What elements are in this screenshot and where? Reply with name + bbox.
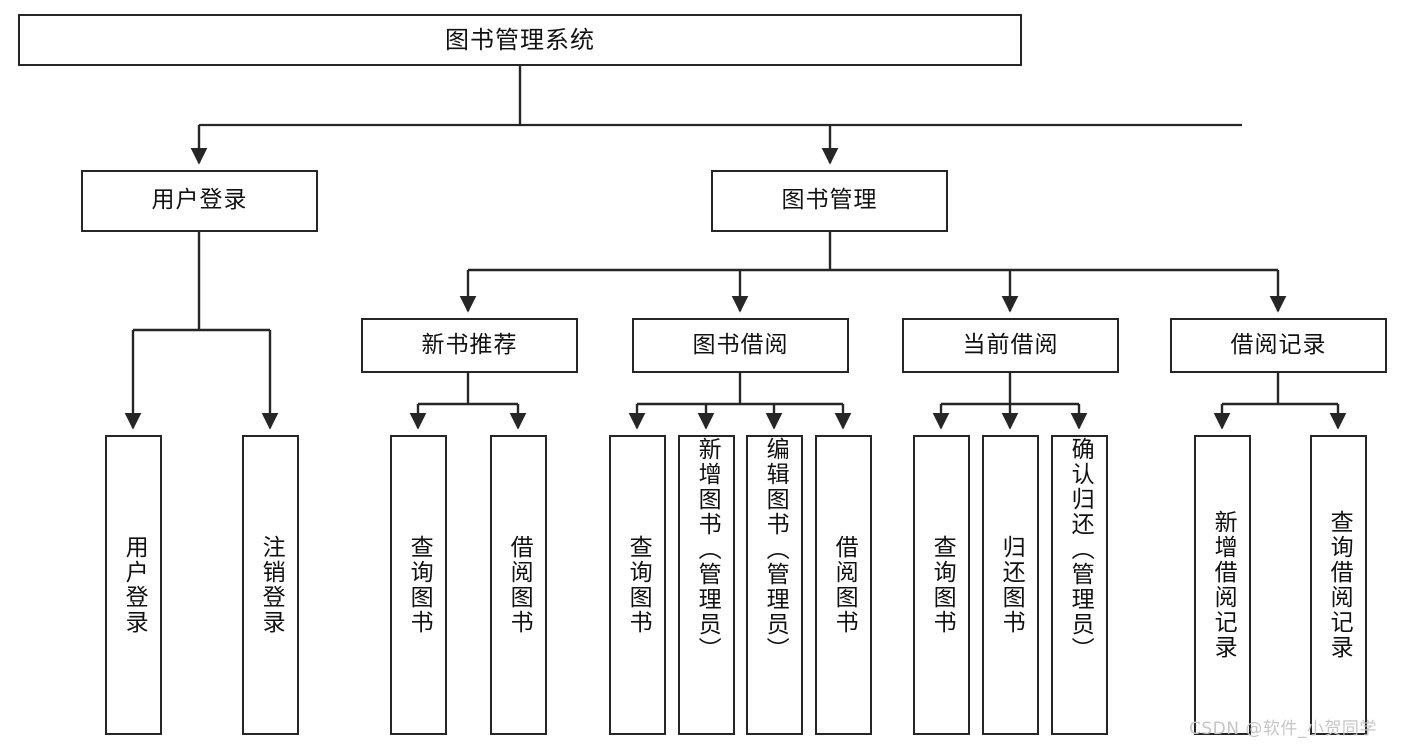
leaf-inner: 归还图书 (984, 437, 1037, 733)
leaf-book-borrow-query[interactable]: 查询图书 (609, 435, 666, 735)
leaf-new-book-borrow[interactable]: 借阅图书 (490, 435, 547, 735)
leaf-label: 查询图书 (406, 535, 433, 635)
leaf-inner: 借阅图书 (817, 437, 870, 733)
leaf-book-borrow-add[interactable]: 新增图书（管理员） (678, 435, 735, 735)
leaf-label: 查询借阅记录 (1326, 510, 1353, 660)
leaf-label: 确认归还（管理员） (1067, 437, 1094, 662)
node-user-login[interactable]: 用户登录 (81, 170, 318, 232)
leaf-current-borrow-query[interactable]: 查询图书 (913, 435, 970, 735)
leaf-borrow-record-query[interactable]: 查询借阅记录 (1310, 435, 1367, 735)
leaf-user-login-signout[interactable]: 注销登录 (242, 435, 299, 735)
node-book-borrow[interactable]: 图书借阅 (632, 318, 849, 373)
leaf-inner: 新增借阅记录 (1196, 437, 1249, 733)
leaf-current-borrow-return[interactable]: 归还图书 (982, 435, 1039, 735)
node-new-book-recommend[interactable]: 新书推荐 (361, 318, 578, 373)
leaf-inner: 借阅图书 (492, 437, 545, 733)
leaf-label: 新增图书（管理员） (694, 437, 721, 662)
leaf-label: 借阅图书 (831, 535, 858, 635)
leaf-new-book-query[interactable]: 查询图书 (390, 435, 447, 735)
leaf-borrow-record-add[interactable]: 新增借阅记录 (1194, 435, 1251, 735)
leaf-label: 编辑图书（管理员） (762, 437, 789, 662)
leaf-inner: 查询图书 (392, 437, 445, 733)
node-current-borrow[interactable]: 当前借阅 (902, 318, 1119, 373)
leaf-label: 用户登录 (121, 535, 148, 635)
leaf-inner: 用户登录 (107, 437, 160, 733)
leaf-book-borrow-borrow[interactable]: 借阅图书 (815, 435, 872, 735)
leaf-label: 新增借阅记录 (1210, 510, 1237, 660)
leaf-label: 查询图书 (929, 535, 956, 635)
leaf-inner: 查询图书 (915, 437, 968, 733)
leaf-label: 查询图书 (625, 535, 652, 635)
leaf-user-login-signin[interactable]: 用户登录 (105, 435, 162, 735)
node-root-system[interactable]: 图书管理系统 (18, 14, 1022, 66)
leaf-current-borrow-confirm[interactable]: 确认归还（管理员） (1051, 435, 1108, 735)
leaf-inner: 新增图书（管理员） (680, 437, 733, 733)
leaf-inner: 确认归还（管理员） (1053, 437, 1106, 733)
leaf-label: 归还图书 (998, 535, 1025, 635)
node-book-management[interactable]: 图书管理 (711, 170, 948, 232)
leaf-label: 注销登录 (258, 535, 285, 635)
leaf-inner: 查询图书 (611, 437, 664, 733)
leaf-inner: 注销登录 (244, 437, 297, 733)
csdn-watermark: CSDN @软件_小贺同学 (1189, 719, 1377, 739)
leaf-inner: 查询借阅记录 (1312, 437, 1365, 733)
leaf-inner: 编辑图书（管理员） (748, 437, 801, 733)
leaf-label: 借阅图书 (506, 535, 533, 635)
node-borrow-record[interactable]: 借阅记录 (1170, 318, 1387, 373)
leaf-book-borrow-edit[interactable]: 编辑图书（管理员） (746, 435, 803, 735)
